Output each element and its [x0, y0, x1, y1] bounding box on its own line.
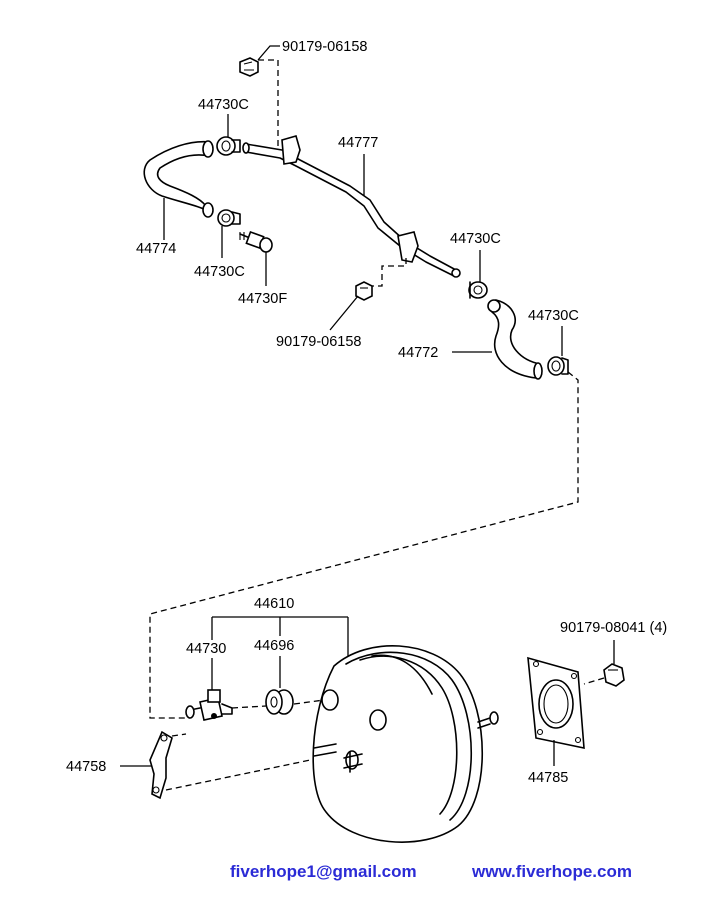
- footer-email-link[interactable]: fiverhope1@gmail.com: [230, 862, 417, 881]
- check-valve-44730f: [239, 230, 273, 253]
- dashline-nut-top: [258, 59, 279, 150]
- label-booster-assy: 44610: [254, 596, 294, 612]
- brake-booster-body: [312, 644, 499, 843]
- label-grommet: 44696: [254, 638, 294, 654]
- label-nut-mid: 90179-06158: [276, 334, 361, 350]
- gasket-44785: [527, 656, 585, 750]
- check-valve-44730: [185, 689, 233, 721]
- leader-nut-top: [257, 45, 280, 61]
- nut-top: [239, 57, 259, 77]
- grommet-44696: [265, 689, 294, 715]
- hose-44772: [487, 299, 543, 380]
- clamp-lower-left: [217, 209, 241, 227]
- dashline-hose-to-valve: [149, 371, 579, 719]
- bracket-44758: [149, 730, 173, 800]
- nut-booster: [603, 663, 625, 687]
- label-hose-left: 44774: [136, 241, 176, 257]
- label-nut-top: 90179-06158: [282, 39, 367, 55]
- dashline-nut-mid: [368, 258, 407, 287]
- label-clamp-top-left: 44730C: [198, 97, 249, 113]
- leader-nut-mid: [329, 295, 359, 331]
- label-gasket: 44785: [528, 770, 568, 786]
- label-clamp-lower-left: 44730C: [194, 264, 245, 280]
- label-vacuum-pipe: 44777: [338, 135, 378, 151]
- clamp-far-right: [547, 356, 569, 376]
- label-clamp-right: 44730C: [450, 231, 501, 247]
- label-nut-booster: 90179-08041 (4): [560, 620, 667, 636]
- label-check-valve: 44730: [186, 641, 226, 657]
- leader-booster-assy: [211, 616, 349, 670]
- label-clamp-far-right: 44730C: [528, 308, 579, 324]
- nut-mid: [355, 281, 373, 301]
- dashline-bracket: [165, 733, 321, 791]
- clamp-top-left: [216, 136, 241, 156]
- dashline-nut-booster: [583, 677, 605, 685]
- label-check-valve-left: 44730F: [238, 291, 287, 307]
- label-bracket: 44758: [66, 759, 106, 775]
- footer-website-link[interactable]: www.fiverhope.com: [471, 862, 632, 881]
- dashline-valve-grommet: [231, 699, 325, 709]
- label-hose-right: 44772: [398, 345, 438, 361]
- clamp-right: [468, 281, 488, 299]
- vacuum-pipe-44777: [242, 135, 461, 278]
- hose-44774: [143, 140, 214, 218]
